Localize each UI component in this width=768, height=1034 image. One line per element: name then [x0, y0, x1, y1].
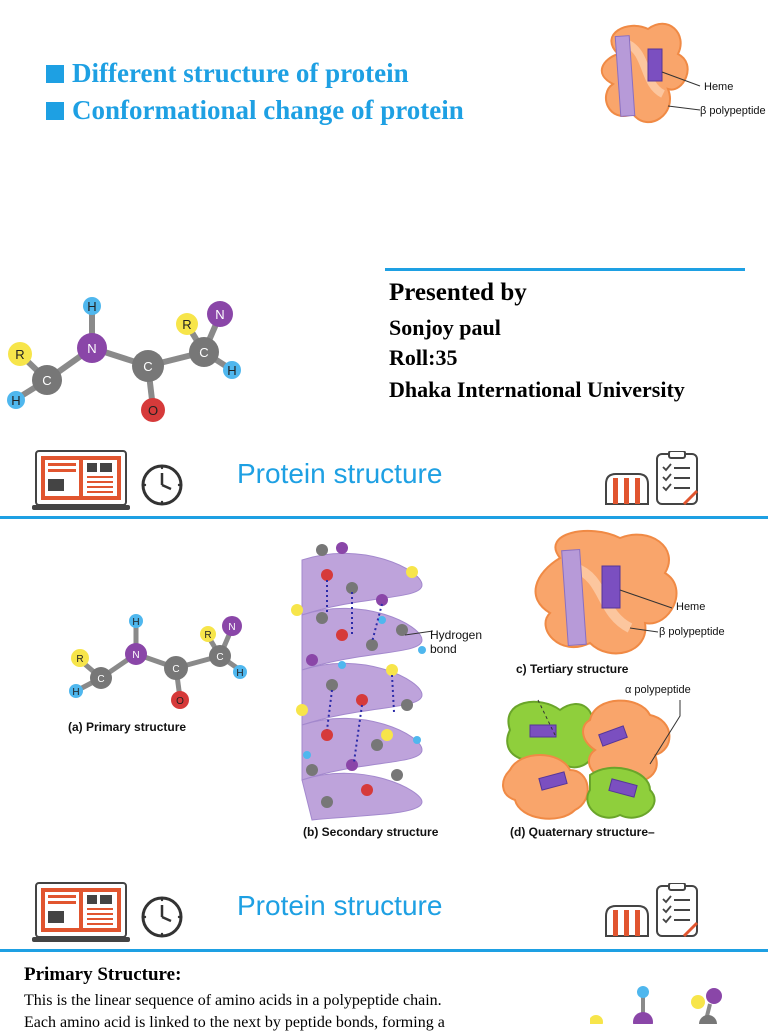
r-group-icon: R: [176, 313, 198, 335]
svg-text:R: R: [15, 347, 24, 362]
svg-text:R: R: [182, 317, 191, 332]
secondary-structure-caption: (b) Secondary structure: [303, 825, 439, 839]
svg-text:N: N: [132, 650, 139, 661]
oxygen-atom-icon: O: [141, 398, 165, 422]
r-group-icon: R: [200, 626, 216, 642]
square-bullet-icon: [46, 64, 64, 83]
banner-title: Protein structure: [237, 458, 443, 489]
svg-text:R: R: [76, 654, 83, 665]
clock-icon: [141, 896, 183, 938]
heme-label: Heme: [676, 601, 706, 613]
helix-atoms-icon: [291, 542, 426, 808]
nitrogen-atom-icon: N: [207, 301, 233, 327]
hydrogen-atom-icon: H: [223, 361, 241, 379]
laptop-book-icon: [32, 450, 130, 510]
svg-text:H: H: [227, 363, 236, 378]
striped-box-icon: [605, 473, 649, 505]
hydrogen-atom-icon: H: [83, 297, 101, 315]
svg-text:H: H: [236, 668, 243, 679]
presenter-block: Presented by Sonjoy paul Roll:35 Dhaka I…: [389, 279, 685, 403]
svg-text:C: C: [97, 674, 104, 685]
laptop-book-icon: [32, 882, 130, 942]
carbon-atom-icon: C: [132, 350, 164, 382]
checklist-icon: [656, 883, 699, 938]
checklist-icon: [656, 451, 699, 506]
section-divider: [0, 516, 768, 519]
presenter-heading: Presented by: [389, 279, 527, 306]
banner-toolbar: Protein structure: [0, 878, 768, 948]
bullet-text: Conformational change of protein: [72, 95, 464, 125]
svg-text:H: H: [11, 393, 20, 408]
hydrogen-bond-pointer: [405, 630, 434, 636]
tertiary-structure-figure: [520, 528, 740, 663]
primary-structure-figure: H N R C H C O C R N H: [58, 612, 258, 727]
svg-text:N: N: [215, 307, 224, 322]
presenter-roll: Roll:35: [389, 345, 458, 370]
quaternary-protein-icon: [502, 699, 671, 820]
svg-text:N: N: [87, 341, 96, 356]
svg-text:C: C: [42, 373, 51, 388]
alpha-polypeptide-pointer: [649, 700, 681, 765]
section-divider: [0, 949, 768, 952]
carbon-atom-icon: C: [164, 656, 188, 680]
hydrogen-bond-label: Hydrogen bond: [430, 628, 482, 656]
carbon-atom-icon: C: [90, 667, 112, 689]
clock-icon: [141, 464, 183, 506]
carbon-atom-icon: C: [32, 365, 62, 395]
hydrogen-atom-icon: H: [129, 614, 143, 628]
protein-ribbon-icon: [534, 530, 678, 655]
heme-label: Heme: [704, 81, 733, 93]
square-bullet-icon: [46, 101, 64, 120]
tertiary-protein-thumbnail: Heme β polypeptide: [588, 14, 768, 144]
presenter-name: Sonjoy paul: [389, 315, 501, 340]
presenter-divider: [385, 268, 745, 271]
hydrogen-bond-text: Hydrogen bond: [430, 628, 483, 656]
bullet-text: Different structure of protein: [72, 58, 409, 88]
quaternary-structure-caption: (d) Quaternary structure–: [510, 825, 655, 839]
r-group-icon: R: [8, 342, 32, 366]
svg-text:H: H: [72, 687, 79, 698]
section-heading: Primary Structure:: [24, 964, 182, 985]
amino-acid-molecule: H N R C H C O C R N H: [0, 290, 260, 425]
beta-label: β polypeptide: [700, 105, 766, 117]
svg-text:C: C: [143, 359, 152, 374]
nitrogen-atom-icon: N: [222, 616, 242, 636]
quaternary-structure-figure: [500, 690, 680, 825]
hydrogen-atom-icon: H: [69, 684, 83, 698]
presenter-university: Dhaka International University: [389, 377, 685, 402]
beta-polypeptide-label: β polypeptide: [659, 626, 725, 638]
partial-molecule-icon: [590, 986, 722, 1024]
hydrogen-atom-icon: H: [7, 391, 25, 409]
svg-text:H: H: [132, 617, 139, 628]
protein-ribbon-icon: [600, 22, 689, 124]
body-line: This is the linear sequence of amino aci…: [24, 992, 442, 1009]
body-line: Each amino acid is linked to the next by…: [24, 1014, 445, 1031]
oxygen-atom-icon: O: [171, 691, 189, 709]
r-group-icon: R: [71, 649, 89, 667]
primary-structure-caption: (a) Primary structure: [68, 720, 187, 734]
bullet-item: Conformational change of protein: [46, 95, 464, 126]
svg-text:C: C: [199, 345, 208, 360]
secondary-structure-figure: [282, 540, 442, 825]
svg-text:C: C: [172, 664, 179, 675]
svg-text:O: O: [148, 403, 158, 418]
svg-text:C: C: [216, 652, 223, 663]
bullet-list: Different structure of protein Conformat…: [46, 58, 464, 126]
carbon-atom-icon: C: [209, 645, 231, 667]
hydrogen-atom-icon: H: [233, 665, 247, 679]
bullet-item: Different structure of protein: [46, 58, 464, 89]
alpha-polypeptide-label: α polypeptide: [625, 684, 691, 696]
banner-title: Protein structure: [237, 890, 443, 921]
nitrogen-atom-icon: N: [125, 643, 147, 665]
nitrogen-atom-icon: N: [77, 333, 107, 363]
tertiary-structure-caption: c) Tertiary structure: [516, 662, 629, 676]
svg-text:R: R: [204, 630, 211, 641]
svg-text:N: N: [228, 622, 235, 633]
svg-text:O: O: [176, 696, 184, 707]
carbon-atom-icon: C: [189, 337, 219, 367]
banner-toolbar: Protein structure: [0, 446, 768, 516]
striped-box-icon: [605, 905, 649, 937]
svg-text:H: H: [87, 299, 96, 314]
